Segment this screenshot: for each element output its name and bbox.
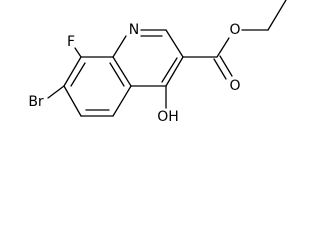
bond-c3-c4 [165, 56, 184, 87]
bond-ccarbonyl-oester [216, 37, 230, 58]
bond-c8a-n1 [112, 35, 127, 58]
hydroxyl-label: OH [157, 109, 179, 125]
bromine-label: Br [28, 94, 44, 110]
pyridine-ring-bonds [112, 29, 184, 87]
bond-c2-c3 [165, 29, 184, 58]
bond-c8-c7-inner [70, 62, 86, 87]
bond-ch2-ch3 [267, 0, 287, 31]
structure-canvas: N F Br OH O O [28, 0, 287, 125]
bond-c3-c4-inner [161, 57, 178, 83]
nitrogen-label: N [129, 22, 139, 38]
ester-oxygen-label: O [229, 22, 240, 38]
structure-diagram: N F Br OH O O [28, 0, 287, 125]
fluorine-label: F [67, 34, 75, 50]
carbonyl-oxygen-label: O [229, 78, 240, 94]
atom-labels: N F Br OH O O [28, 22, 240, 125]
bond-c7-c6 [63, 85, 82, 117]
bond-c4a-c8a [112, 56, 132, 87]
bond-c8-c7 [63, 56, 82, 87]
bond-c8-f [74, 47, 82, 58]
bond-c7-br [47, 85, 65, 99]
bond-ccarbonyl-ocarbonyl-b [219, 55, 233, 77]
bond-c5-c4a [112, 85, 132, 117]
bond-c4a-c8a-inner [109, 62, 125, 87]
substituent-bonds [47, 0, 287, 109]
bond-ccarbonyl-ocarbonyl-a [213, 58, 227, 80]
benzo-ring-bonds [63, 56, 132, 117]
